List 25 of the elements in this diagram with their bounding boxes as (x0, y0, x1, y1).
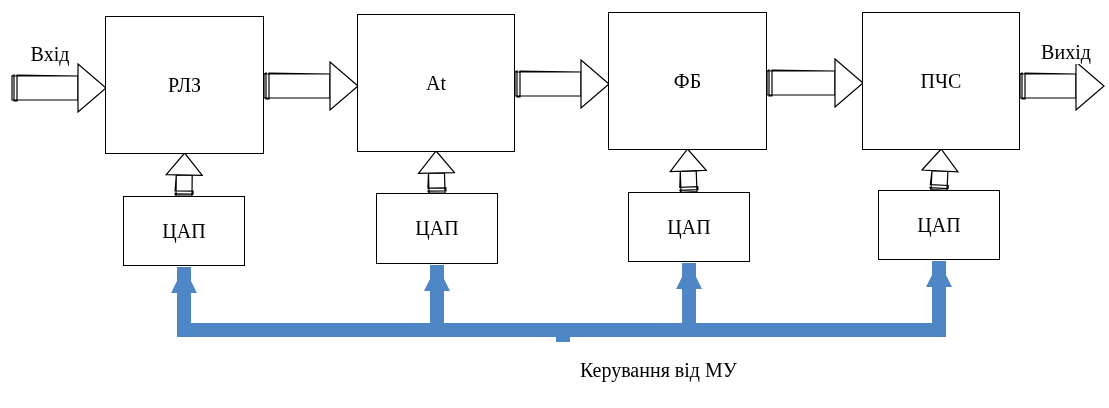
block-label: ЦАП (917, 213, 961, 237)
block-arrow (11, 63, 107, 113)
control-label: Керування від МУ (580, 359, 737, 382)
block-arrow (514, 59, 610, 109)
block-label: ЦАП (162, 219, 206, 243)
block-box (878, 190, 1000, 260)
block-label: РЛЗ (167, 73, 202, 97)
block-label: ЦАП (415, 217, 459, 240)
block-box (105, 16, 264, 154)
block-arrow (417, 150, 456, 194)
block-arrow (263, 61, 359, 111)
block-arrow (165, 152, 203, 197)
block-label: ПЧС (920, 69, 962, 93)
block-box (123, 196, 245, 266)
block-box (357, 14, 515, 152)
block-arrow (669, 148, 707, 193)
block-label: At (426, 71, 446, 95)
block-label: ЦАП (667, 215, 711, 239)
block-arrow (921, 148, 959, 192)
block-box (376, 193, 498, 264)
block-box (862, 12, 1020, 150)
block-box (628, 192, 750, 262)
block-arrow (766, 58, 864, 108)
block-label: ФБ (673, 69, 702, 93)
block-box (608, 12, 767, 150)
